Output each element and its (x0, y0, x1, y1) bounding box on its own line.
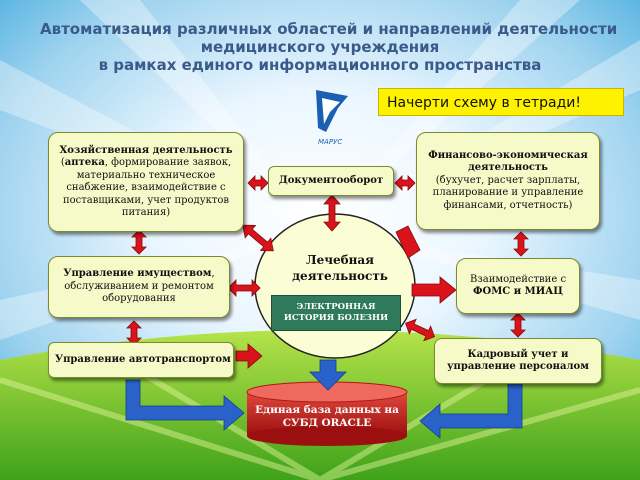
double-arrow (323, 194, 341, 232)
node-foms-miac: Взаимодействие с ФОМС и МИАЦ (456, 258, 580, 314)
node-transport-management: Управление автотранспортом (48, 342, 234, 378)
economic-text: , формирование заявок, материально техни… (62, 157, 232, 218)
database-cylinder (246, 381, 408, 446)
node-financial-economic: Финансово-экономическая деятельность (бу… (416, 132, 600, 230)
double-arrow (510, 312, 526, 338)
arrow-to-database-left (125, 379, 245, 431)
logo-text: МАРУС (318, 138, 343, 146)
property-text: , обслуживанием и ремонтом оборудования (64, 268, 215, 305)
financial-title: Финансово-экономическая деятельность (428, 149, 588, 174)
node-property-management: Управление имуществом, обслуживанием и р… (48, 256, 230, 318)
diamond-arrow (395, 225, 421, 259)
ehr-line-1: ЭЛЕКТРОННАЯ (296, 302, 376, 312)
foms-bold: ФОМС и МИАЦ (473, 286, 563, 297)
title-line-1: Автоматизация различных областей и напра… (40, 20, 618, 38)
economic-title: Хозяйственная деятельность (59, 144, 233, 156)
node-document-flow: Документооборот (268, 166, 394, 196)
ehr-line-2: ИСТОРИЯ БОЛЕЗНИ (283, 313, 389, 323)
node-economic-activity: Хозяйственная деятельность (аптека, форм… (48, 132, 244, 232)
double-arrow (394, 175, 416, 191)
foms-text: Взаимодействие с (469, 273, 567, 285)
node-hr-management: Кадровый учет и управление персоналом (434, 338, 602, 384)
title-line-3: в рамках единого информационного простра… (98, 56, 542, 74)
electronic-health-record: ЭЛЕКТРОННАЯ ИСТОРИЯ БОЛЕЗНИ (271, 295, 401, 331)
double-arrow (227, 279, 261, 297)
page-title: Автоматизация различных областей и напра… (40, 20, 618, 74)
property-title: Управление имуществом (63, 268, 212, 280)
double-arrow (242, 224, 274, 252)
arrow-right (235, 343, 263, 369)
double-arrow (404, 318, 436, 342)
database-line-1: Единая база данных на (255, 404, 399, 416)
central-ellipse (254, 213, 416, 359)
instruction-note: Начерти схему в тетради! (378, 88, 624, 116)
center-label: Лечебная деятельность (285, 252, 395, 284)
logo-icon (316, 90, 348, 132)
economic-bold: аптека (64, 157, 105, 168)
title-line-2: медицинского учреждения (200, 38, 440, 56)
double-arrow (513, 231, 529, 257)
economic-prefix: ( (60, 157, 65, 168)
database-label: Единая база данных на СУБД ORACLE (252, 404, 402, 430)
arrow-to-database-center (309, 359, 347, 391)
double-arrow (131, 229, 147, 255)
database-line-2: СУБД ORACLE (282, 417, 372, 429)
financial-text: (бухучет, расчет зарплаты, планирование … (432, 174, 584, 211)
center-label-line-1: Лечебная (305, 253, 375, 267)
arrow-right (411, 276, 457, 304)
arrow-to-database-right (419, 383, 523, 439)
center-label-line-2: деятельность (292, 269, 388, 283)
